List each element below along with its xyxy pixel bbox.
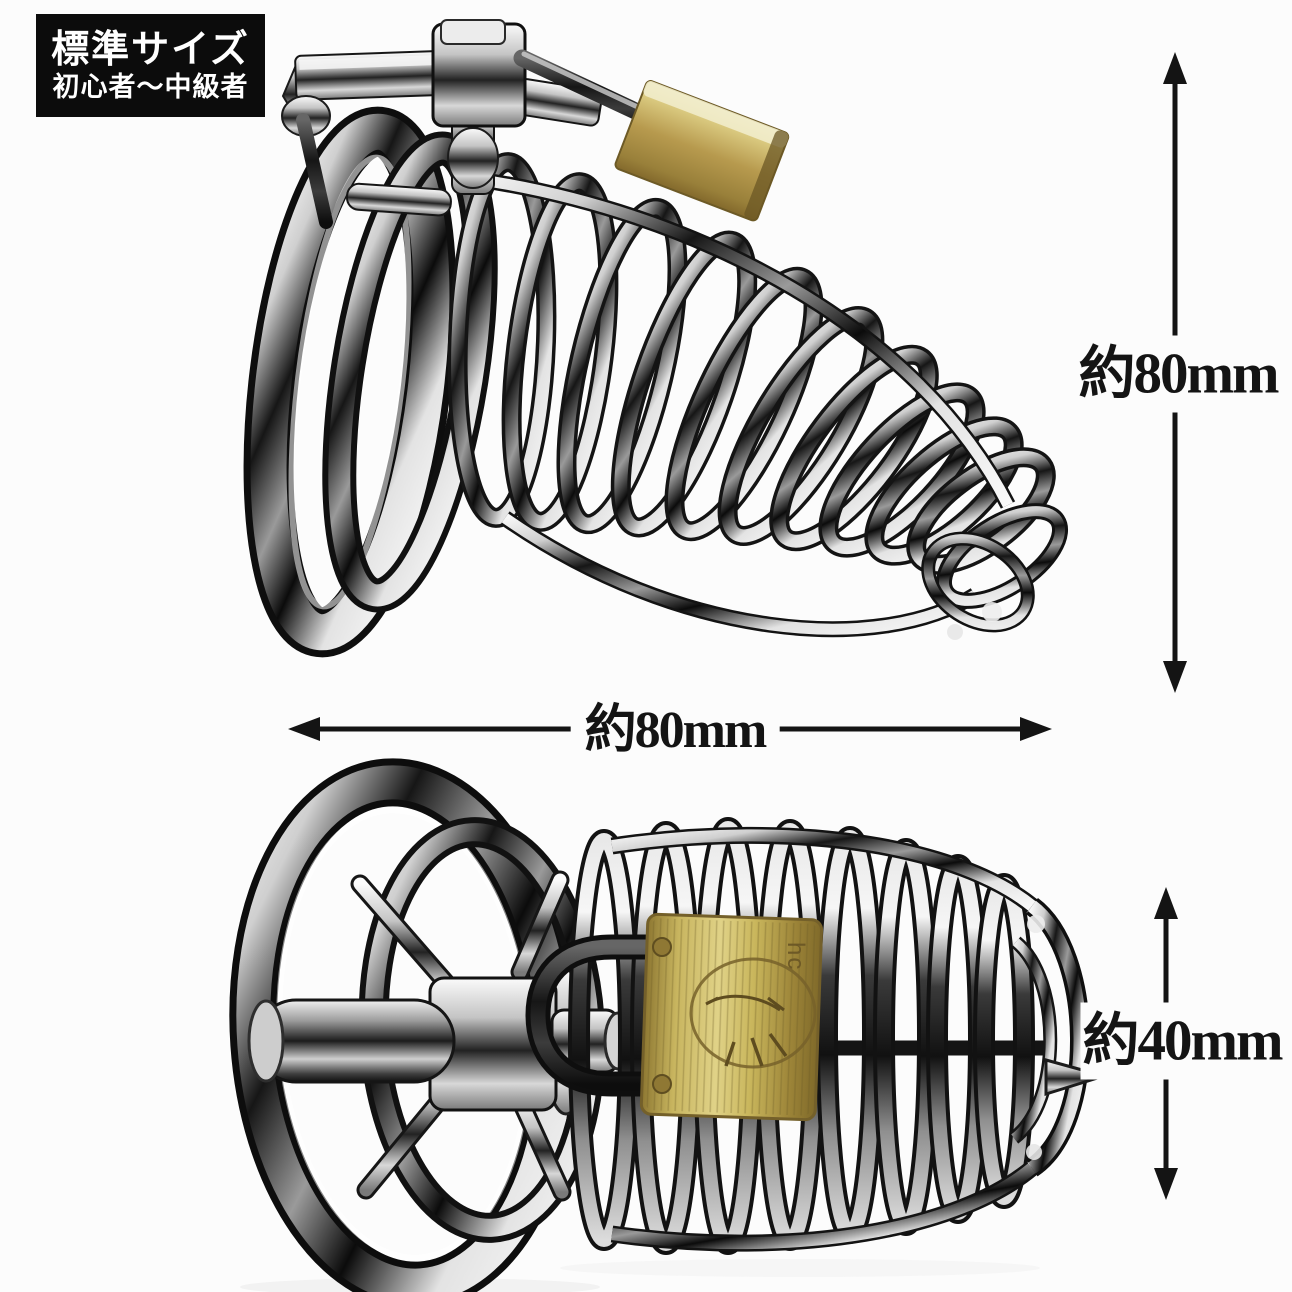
padlock-shackle bbox=[525, 934, 668, 1097]
cage-front-view: hc bbox=[229, 758, 1110, 1292]
cage-tip bbox=[921, 503, 1069, 640]
padlock-front: hc bbox=[639, 912, 824, 1122]
overall-width-label: 約80mm bbox=[570, 703, 780, 759]
top-clamp-assembly bbox=[281, 19, 685, 229]
badge-title: 標準サイズ bbox=[51, 28, 250, 71]
cage-tip-front bbox=[1009, 897, 1110, 1177]
size-class-badge: 標準サイズ 初心者～中級者 bbox=[36, 14, 265, 117]
shadow bbox=[560, 1259, 1040, 1277]
padlock-engraving-text: hc bbox=[782, 942, 809, 971]
cage-rings bbox=[447, 152, 1056, 575]
cage-side-view bbox=[243, 19, 1069, 658]
cage-height-label: 約40mm bbox=[1080, 1002, 1284, 1080]
base-ring bbox=[243, 106, 498, 658]
cage-rails bbox=[466, 170, 1016, 638]
cage-rails-front bbox=[610, 826, 1038, 1252]
badge-subtitle: 初心者～中級者 bbox=[52, 71, 249, 102]
padlock-top bbox=[614, 80, 790, 222]
overall-height-label: 約80mm bbox=[1076, 335, 1280, 413]
